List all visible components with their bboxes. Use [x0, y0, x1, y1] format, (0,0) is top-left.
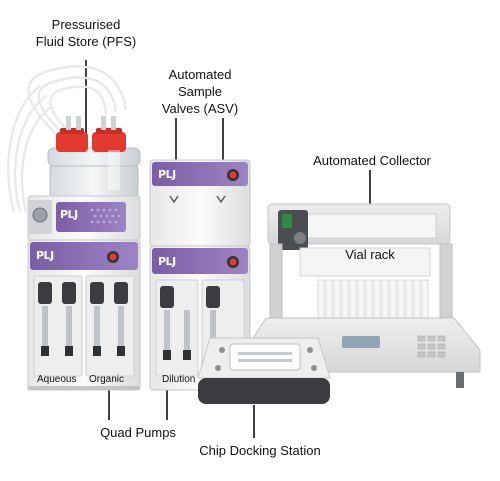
- pfs-purple-panel: [56, 202, 126, 232]
- brand-logo-pump-left: PLJ: [36, 249, 54, 262]
- chip-docking-label: Chip Docking Station: [199, 443, 321, 458]
- pfs-label-line-2: Fluid Store (PFS): [35, 34, 137, 49]
- brand-logo-pfs: PLJ: [60, 208, 78, 221]
- bottle-cap-left: [56, 132, 88, 152]
- asv-label-line-1: Automated: [168, 67, 232, 82]
- bottle-cap-right: [92, 132, 126, 152]
- pfs-label-line-1: Pressurised: [51, 17, 121, 32]
- pump-label-organic: Organic: [89, 374, 125, 385]
- vial-rack-label: Vial rack: [345, 247, 395, 262]
- chip-docking-station: [197, 337, 331, 404]
- quad-pump-module-left: [27, 239, 141, 391]
- automated-collector: [251, 203, 481, 388]
- asv-label: Automated Sample Valves (ASV): [150, 66, 250, 117]
- asv-module: [149, 159, 251, 247]
- brand-logo-pump-middle: PLJ: [158, 255, 176, 268]
- collector-display: [342, 336, 380, 348]
- brand-logo-asv: PLJ: [158, 168, 176, 181]
- asv-label-line-3: Valves (ASV): [161, 101, 239, 116]
- quad-pumps-label: Quad Pumps: [100, 425, 176, 440]
- pfs-tubing: [7, 65, 128, 213]
- pump-label-dilution: Dilution: [162, 374, 196, 385]
- pump-label-aqueous: Aqueous: [37, 374, 77, 385]
- collector-label: Automated Collector: [313, 153, 431, 168]
- asv-label-line-2: Sample: [177, 84, 223, 99]
- pfs-unit: [27, 116, 141, 241]
- pfs-label: Pressurised Fluid Store (PFS): [30, 16, 142, 50]
